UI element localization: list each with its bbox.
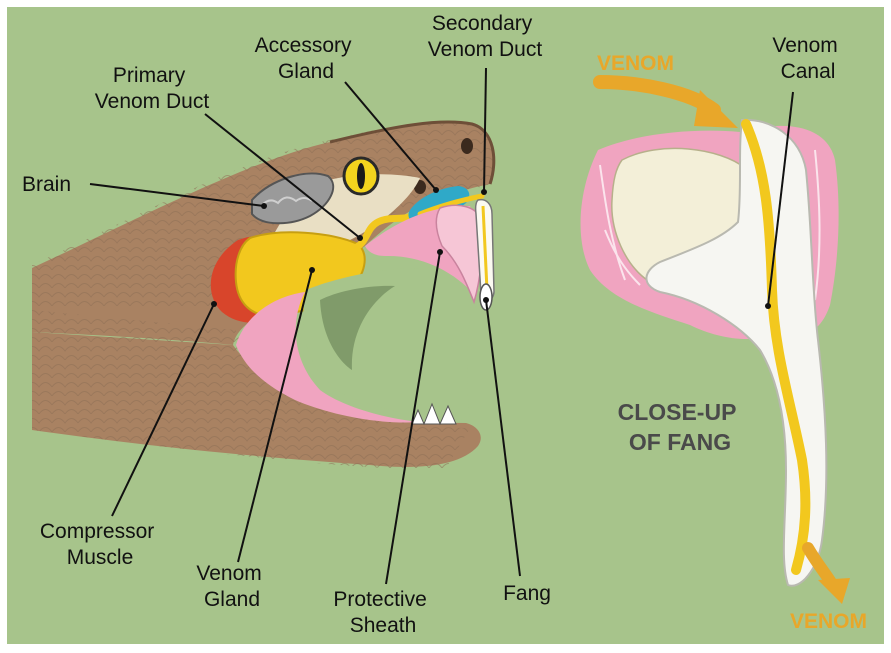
label-venom-out: VENOM — [790, 610, 867, 633]
nostril — [461, 138, 473, 154]
dot-venom-canal — [765, 303, 771, 309]
dot-compressor-muscle — [211, 301, 217, 307]
label-venom-in: VENOM — [597, 52, 674, 75]
label-brain: Brain — [22, 173, 71, 196]
dot-secondary-duct — [481, 189, 487, 195]
dot-primary-duct — [357, 235, 363, 241]
dot-venom-gland — [309, 267, 315, 273]
dot-protective-sheath — [437, 249, 443, 255]
label-fang: Fang — [503, 582, 551, 605]
eye-pupil — [357, 163, 365, 189]
dot-accessory-gland — [433, 187, 439, 193]
dot-brain — [261, 203, 267, 209]
dot-fang — [483, 297, 489, 303]
